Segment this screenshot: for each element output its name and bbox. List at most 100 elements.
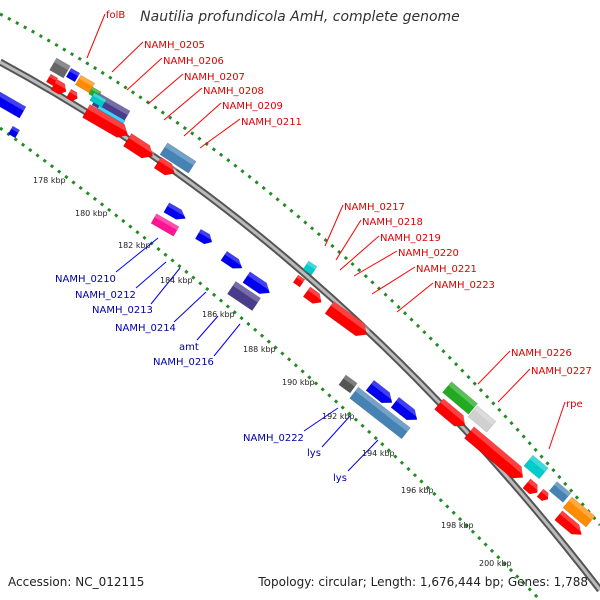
reverse-gene-label[interactable]: NAMH_0212 [75,290,136,301]
reverse-gene-label[interactable]: NAMH_0213 [92,305,153,316]
reverse-label-pointer [303,407,339,432]
reverse-gene-arrow[interactable] [7,125,21,139]
gene-block[interactable] [548,481,572,503]
reverse-gene-label[interactable]: lys [307,448,321,459]
forward-gene-label[interactable]: NAMH_0209 [222,101,283,112]
genome-backbone-highlight [0,60,600,591]
label-pointers [86,13,566,472]
kbp-tick-label: 184 kbp [160,276,193,285]
forward-gene-label[interactable]: NAMH_0211 [241,117,302,128]
forward-gene-label[interactable]: NAMH_0220 [398,248,459,259]
reverse-gene-label[interactable]: lys [333,473,347,484]
gene-block[interactable] [89,92,107,108]
forward-gene-label[interactable]: NAMH_0208 [203,86,264,97]
reverse-gene-arrow[interactable] [65,67,81,83]
reverse-label-pointer [321,415,351,448]
kbp-tick-label: 198 kbp [441,521,474,530]
gene-block[interactable] [49,57,71,79]
forward-gene-label[interactable]: NAMH_0217 [344,202,405,213]
forward-gene-arrow[interactable] [292,274,306,288]
forward-gene-arrow[interactable] [536,488,552,503]
forward-gene-arrow[interactable] [122,133,157,163]
gene-block[interactable] [302,260,318,276]
kbp-tick-label: 190 kbp [282,378,315,387]
forward-gene-label[interactable]: folB [106,10,125,21]
forward-gene-label[interactable]: NAMH_0219 [380,233,441,244]
forward-gene-arrow[interactable] [464,426,528,483]
forward-gene-arrow[interactable] [82,104,132,142]
forward-gene-arrow[interactable] [302,286,325,307]
forward-label-pointer [396,282,434,313]
reverse-gene-arrow[interactable] [194,228,215,247]
forward-label-pointer [111,41,144,73]
kbp-tick-label: 186 kbp [202,310,235,319]
reverse-gene-arrow[interactable] [365,379,397,407]
kbp-tick-label: 180 kbp [75,209,108,218]
forward-gene-arrow[interactable] [50,78,70,96]
gene-block[interactable] [159,142,197,174]
forward-gene-arrow[interactable] [522,478,542,497]
reverse-label-pointer [135,261,167,289]
kbp-tick-label: 178 kbp [33,176,66,185]
reverse-gene-arrow[interactable] [242,271,274,298]
forward-gene-label[interactable]: NAMH_0218 [362,217,423,228]
reverse-gene-label[interactable]: NAMH_0214 [115,323,176,334]
forward-label-pointer [477,350,511,385]
kbp-tick-label: 192 kbp [322,412,355,421]
forward-label-pointer [163,87,203,121]
gene-block[interactable] [338,374,358,394]
kbp-tick-label: 196 kbp [401,486,434,495]
reverse-gene-label[interactable]: NAMH_0222 [243,433,304,444]
forward-label-pointer [324,204,344,247]
genome-backbone [0,58,600,593]
forward-label-pointer [199,118,241,149]
gene-block[interactable] [227,281,261,311]
accession-text: Accession: NC_012115 [8,575,145,589]
forward-label-pointer [86,13,106,59]
forward-gene-label[interactable]: NAMH_0206 [163,56,224,67]
forward-label-pointer [126,57,163,91]
reverse-label-pointer [173,291,207,323]
reverse-label-pointer [347,439,379,472]
forward-gene-label[interactable]: NAMH_0207 [184,72,245,83]
forward-label-pointer [183,102,222,137]
gene-block[interactable] [562,496,596,528]
forward-gene-arrow[interactable] [153,156,178,179]
reverse-gene-arrow[interactable] [0,89,27,119]
reverse-label-pointer [115,237,159,273]
reverse-gene-arrow[interactable] [220,250,246,272]
gene-block[interactable] [349,386,411,440]
gene-block[interactable] [442,381,478,415]
forward-gene-label[interactable]: rpe [566,399,583,410]
forward-label-pointer [497,368,531,403]
forward-gene-arrow[interactable] [554,510,586,539]
reverse-gene-arrow[interactable] [163,202,189,224]
kbp-tick-label: 200 kbp [479,559,512,568]
forward-gene-arrow[interactable] [434,398,470,432]
forward-gene-arrow[interactable] [65,88,80,103]
forward-label-pointer [147,73,184,105]
gene-block[interactable] [523,454,549,480]
outer-dotted-guide [0,12,600,526]
forward-label-pointer [335,219,362,261]
topology-text: Topology: circular; Length: 1,676,444 bp… [258,575,588,589]
gene-block[interactable] [150,213,180,237]
reverse-gene-label[interactable]: amt [179,342,199,353]
forward-gene-label[interactable]: NAMH_0226 [511,348,572,359]
forward-gene-label[interactable]: NAMH_0227 [531,366,592,377]
gene-block[interactable] [74,74,96,94]
forward-gene-label[interactable]: NAMH_0221 [416,264,477,275]
reverse-label-pointer [150,267,181,305]
gene-block[interactable] [467,405,497,433]
forward-gene-arrow[interactable] [324,301,372,340]
reverse-gene-arrow[interactable] [390,396,422,424]
forward-gene-label[interactable]: NAMH_0223 [434,280,495,291]
reverse-gene-label[interactable]: NAMH_0216 [153,357,214,368]
reverse-gene-label[interactable]: NAMH_0210 [55,274,116,285]
gene-features [0,57,596,539]
forward-gene-label[interactable]: NAMH_0205 [144,40,205,51]
gene-labels: folB NAMH_0205NAMH_0206NAMH_0207NAMH_0208… [55,10,592,484]
reverse-label-pointer [213,323,241,357]
